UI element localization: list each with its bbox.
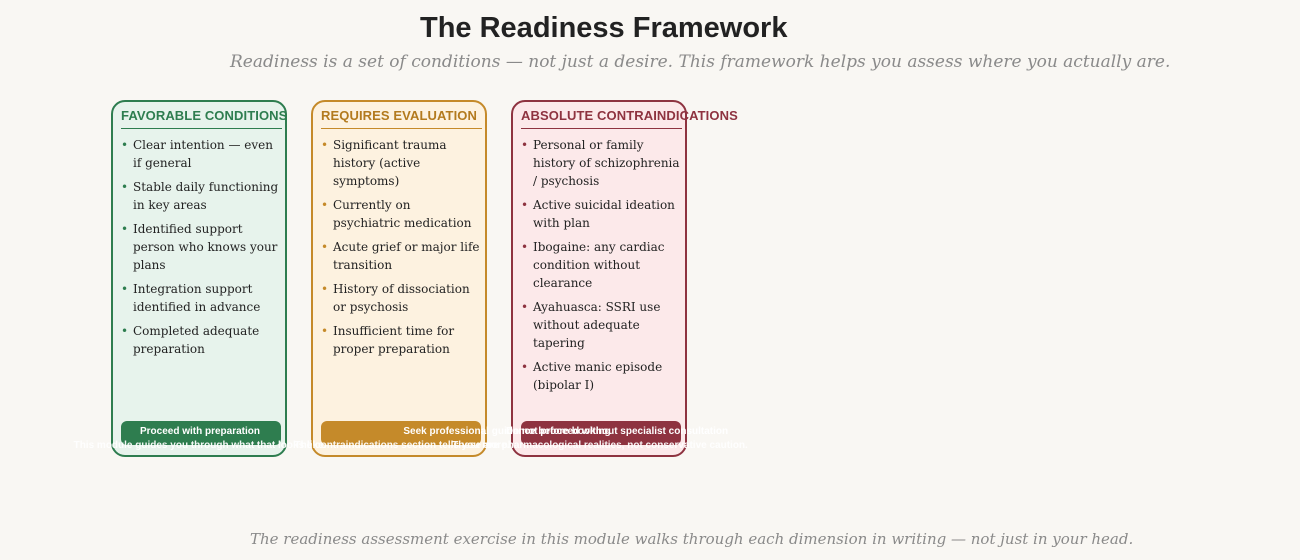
list-item: Significant trauma history (active sympt… (321, 136, 481, 190)
contraindication-action-badge (521, 421, 681, 445)
requires-evaluation-heading: REQUIRES EVALUATION (321, 108, 477, 123)
list-item: History of dissociation or psychosis (321, 280, 481, 316)
heading-divider (121, 128, 282, 129)
favorable-conditions-panel: FAVORABLE CONDITIONS Clear intention — e… (111, 100, 287, 457)
page-subtitle: Readiness is a set of conditions — not j… (230, 52, 1171, 72)
favorable-conditions-heading: FAVORABLE CONDITIONS (121, 108, 288, 123)
list-item: Integration support identified in advanc… (121, 280, 281, 316)
favorable-conditions-list: Clear intention — even if general Stable… (121, 136, 281, 364)
heading-divider (321, 128, 482, 129)
contraindication-action-label: Do not proceed without specialist consul… (505, 426, 729, 437)
list-item: Identified support person who knows your… (121, 220, 281, 274)
evaluation-action-label: Seek professional guidance before bookin… (403, 426, 611, 437)
contraindication-action-caption: These are pharmacological realities, not… (452, 440, 748, 451)
list-item: Active suicidal ideation with plan (521, 196, 681, 232)
list-item: Insufficient time for proper preparation (321, 322, 481, 358)
absolute-contraindications-heading: ABSOLUTE CONTRAINDICATIONS (521, 108, 738, 123)
list-item: Acute grief or major life transition (321, 238, 481, 274)
evaluation-action-badge (321, 421, 481, 445)
heading-divider (521, 128, 682, 129)
requires-evaluation-list: Significant trauma history (active sympt… (321, 136, 481, 364)
requires-evaluation-panel: REQUIRES EVALUATION Significant trauma h… (311, 100, 487, 457)
list-item: Ibogaine: any cardiac condition without … (521, 238, 681, 292)
proceed-action-label: Proceed with preparation (139, 426, 261, 437)
list-item: Currently on psychiatric medication (321, 196, 481, 232)
list-item: Ayahuasca: SSRI use without adequate tap… (521, 298, 681, 352)
proceed-action-badge (121, 421, 281, 445)
proceed-action-caption: This module guides you through what that… (73, 440, 327, 451)
list-item: Personal or family history of schizophre… (521, 136, 681, 190)
list-item: Clear intention — even if general (121, 136, 281, 172)
list-item: Active manic episode (bipolar I) (521, 358, 681, 394)
page-title: The Readiness Framework (420, 12, 788, 44)
absolute-contraindications-panel: ABSOLUTE CONTRAINDICATIONS Personal or f… (511, 100, 738, 457)
list-item: Completed adequate preparation (121, 322, 281, 358)
absolute-contraindications-list: Personal or family history of schizophre… (521, 136, 681, 400)
list-item: Stable daily functioning in key areas (121, 178, 281, 214)
evaluation-action-caption: The contraindications section tells you … (294, 440, 510, 451)
footer-note: The readiness assessment exercise in thi… (250, 530, 1134, 548)
